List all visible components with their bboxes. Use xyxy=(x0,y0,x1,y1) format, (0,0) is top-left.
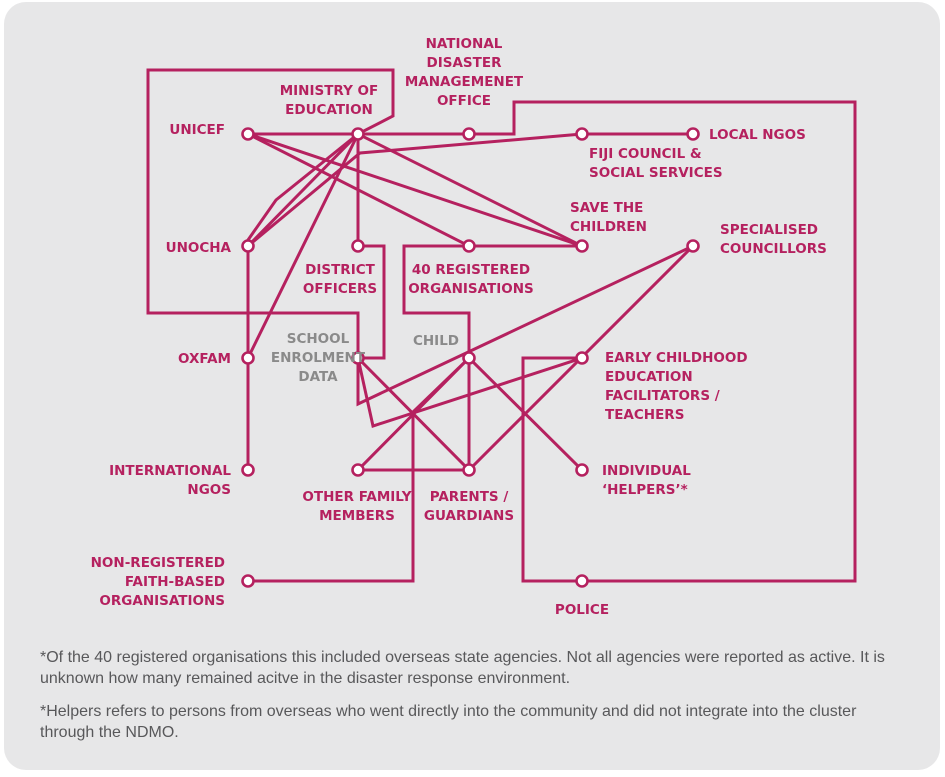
node-label-ministry-of-education: MINISTRY OF EDUCATION xyxy=(279,83,379,118)
node-label-school-enrolment-data: SCHOOL ENROLMENT DATA xyxy=(270,331,366,385)
edge-school-ece xyxy=(356,356,584,428)
node-label-ndmo: NATIONAL DISASTER MANAGEMENET OFFICE xyxy=(404,36,524,109)
node-faith xyxy=(241,574,255,588)
footnote-helpers: *Helpers refers to persons from overseas… xyxy=(40,703,857,741)
node-label-child: CHILD xyxy=(412,333,460,349)
node-parents xyxy=(462,463,476,477)
node-label-fiji-council: FIJI COUNCIL & SOCIAL SERVICES xyxy=(589,146,723,181)
node-label-police: POLICE xyxy=(554,602,610,618)
node-police xyxy=(575,574,589,588)
node-label-faith-based: NON-REGISTERED FAITH-BASED ORGANISATIONS xyxy=(90,555,225,609)
node-ndmo xyxy=(462,127,476,141)
node-moe xyxy=(351,127,365,141)
edge-school-spec xyxy=(356,244,695,407)
node-label-other-family: OTHER FAMILY MEMBERS xyxy=(302,489,412,524)
node-ece xyxy=(575,351,589,365)
node-family xyxy=(351,463,365,477)
node-label-save-the-children: SAVE THE CHILDREN xyxy=(570,200,647,235)
node-intl xyxy=(241,463,255,477)
edge-moe-intl-ngos xyxy=(246,131,361,472)
node-label-oxfam: OXFAM xyxy=(178,351,231,367)
node-unicef xyxy=(241,127,255,141)
edge-moe-stc xyxy=(355,131,585,249)
node-orgs xyxy=(462,239,476,253)
edge-district-school xyxy=(356,244,386,360)
node-school xyxy=(351,351,365,365)
node-label-individual-helpers: INDIVIDUAL ‘HELPERS’* xyxy=(602,463,691,498)
edge-unicef-stc xyxy=(246,132,584,248)
node-label-district-officers: DISTRICT OFFICERS xyxy=(302,262,378,297)
node-label-local-ngos: LOCAL NGOS xyxy=(709,127,806,143)
node-fiji xyxy=(575,127,589,141)
edge-unocha-fiji xyxy=(245,132,584,249)
edge-moe-school-loop xyxy=(146,68,395,360)
node-helpers xyxy=(575,463,589,477)
node-label-specialised-councillors: SPECIALISED COUNCILLORS xyxy=(720,222,827,257)
node-label-early-childhood: EARLY CHILDHOOD EDUCATION FACILITATORS /… xyxy=(605,350,748,423)
node-child xyxy=(462,351,476,365)
node-label-international-ngos: INTERNATIONAL NGOS xyxy=(109,463,231,498)
node-label-unocha: UNOCHA xyxy=(165,240,231,256)
node-label-unicef: UNICEF xyxy=(169,122,225,138)
node-spec xyxy=(686,239,700,253)
edge-faith-child xyxy=(246,355,472,583)
node-unocha xyxy=(241,239,255,253)
node-localngos xyxy=(686,127,700,141)
node-stc xyxy=(575,239,589,253)
footnote-registered-organisations: *Of the 40 registered organisations this… xyxy=(40,649,885,687)
edge-moe-unocha xyxy=(245,131,361,249)
node-label-parents: PARENTS / GUARDIANS xyxy=(423,489,515,524)
node-district xyxy=(351,239,365,253)
edge-ndmo-police-loop xyxy=(467,100,857,583)
node-oxfam xyxy=(241,351,255,365)
node-label-registered-orgs: 40 REGISTERED ORGANISATIONS xyxy=(408,262,534,297)
